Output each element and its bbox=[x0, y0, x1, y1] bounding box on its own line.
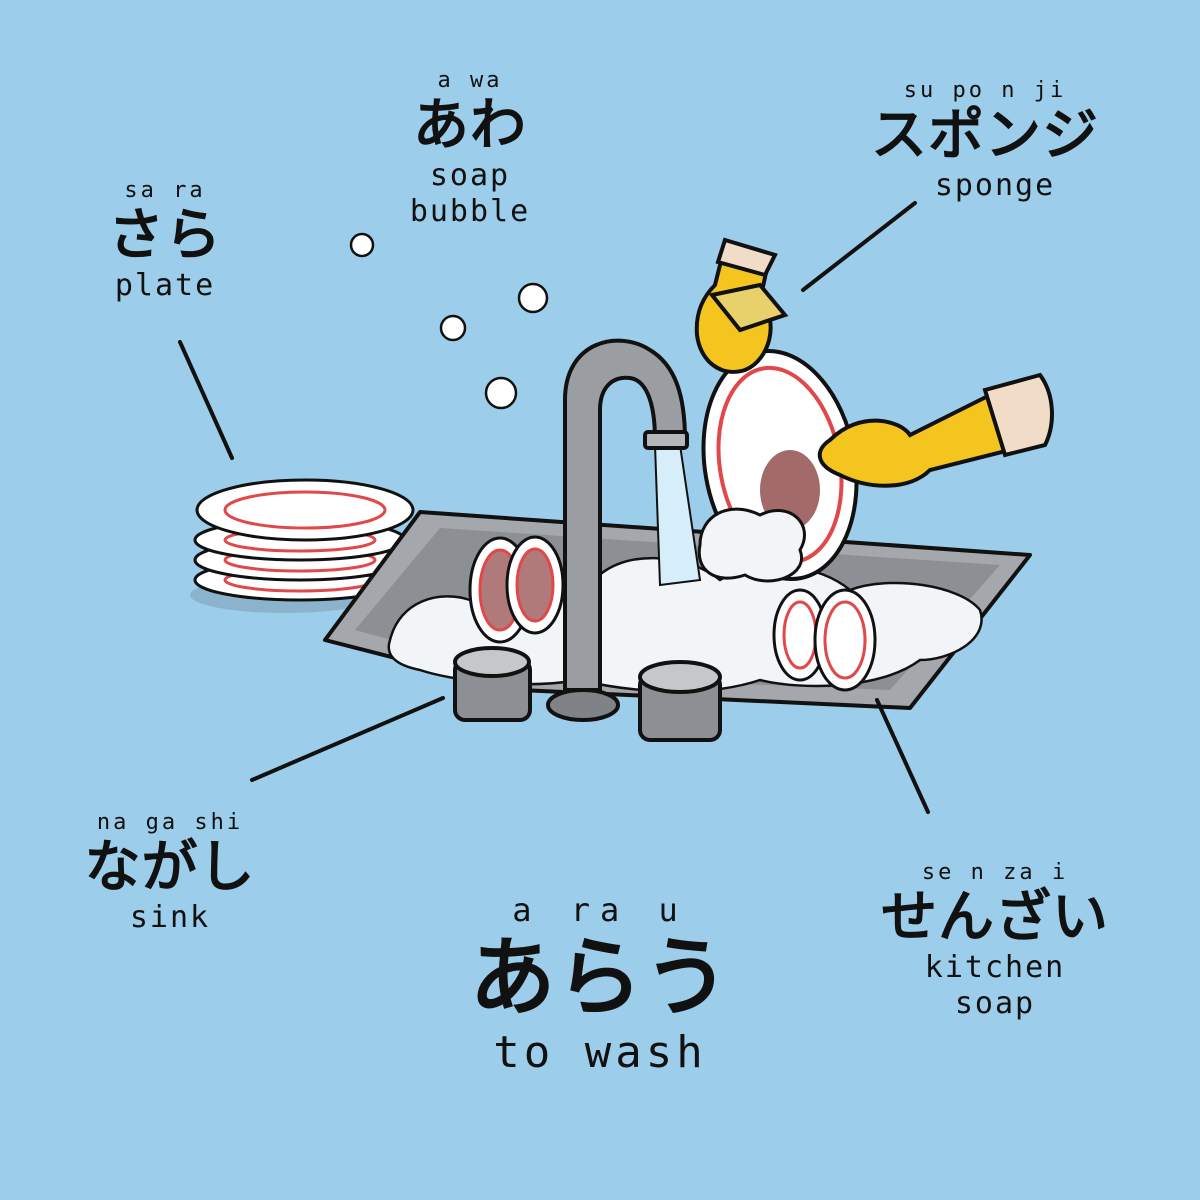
label-soap-bubble: a wa あわ soap bubble bbox=[380, 68, 560, 230]
romaji-kitchen-soap: se n za i bbox=[921, 860, 1069, 885]
label-sponge: su po n ji スポンジ sponge bbox=[850, 78, 1120, 204]
english-to-wash: to wash bbox=[493, 1027, 707, 1078]
faucet-handles bbox=[453, 646, 722, 742]
left-glove bbox=[694, 237, 789, 374]
plates-in-sink bbox=[468, 535, 877, 692]
kana-kitchen-soap: せんざい bbox=[881, 885, 1109, 950]
kana-sink: ながし bbox=[84, 835, 256, 900]
soap-bubbles bbox=[349, 232, 549, 410]
label-kitchen-soap: se n za i せんざい kitchen soap bbox=[860, 860, 1130, 1022]
kana-sponge: スポンジ bbox=[871, 103, 1099, 168]
kana-plate: さら bbox=[108, 203, 222, 268]
english-sponge: sponge bbox=[934, 168, 1056, 203]
faucet bbox=[546, 338, 689, 722]
romaji-soap-bubble: a wa bbox=[437, 68, 503, 93]
kana-to-wash: あらう bbox=[469, 928, 731, 1028]
water-stream bbox=[653, 444, 702, 587]
english-kitchen-soap-2: soap bbox=[954, 986, 1036, 1021]
label-plate: sa ra さら plate bbox=[80, 178, 250, 304]
romaji-to-wash: a ra u bbox=[512, 891, 688, 929]
romaji-sponge: su po n ji bbox=[903, 78, 1067, 103]
english-sink: sink bbox=[129, 900, 211, 935]
label-sink: na ga shi ながし sink bbox=[60, 810, 280, 936]
romaji-sink: na ga shi bbox=[96, 810, 244, 835]
romaji-plate: sa ra bbox=[124, 178, 206, 203]
english-plate: plate bbox=[114, 268, 216, 303]
english-soap-bubble-1: soap bbox=[429, 158, 511, 193]
english-soap-bubble-2: bubble bbox=[409, 194, 531, 229]
right-glove bbox=[817, 372, 1054, 488]
english-kitchen-soap-1: kitchen bbox=[924, 950, 1066, 985]
sponge-foam bbox=[697, 507, 806, 583]
kana-soap-bubble: あわ bbox=[413, 93, 527, 158]
label-to-wash: a ra u あらう to wash bbox=[420, 890, 780, 1080]
pointer-lines bbox=[178, 201, 930, 814]
